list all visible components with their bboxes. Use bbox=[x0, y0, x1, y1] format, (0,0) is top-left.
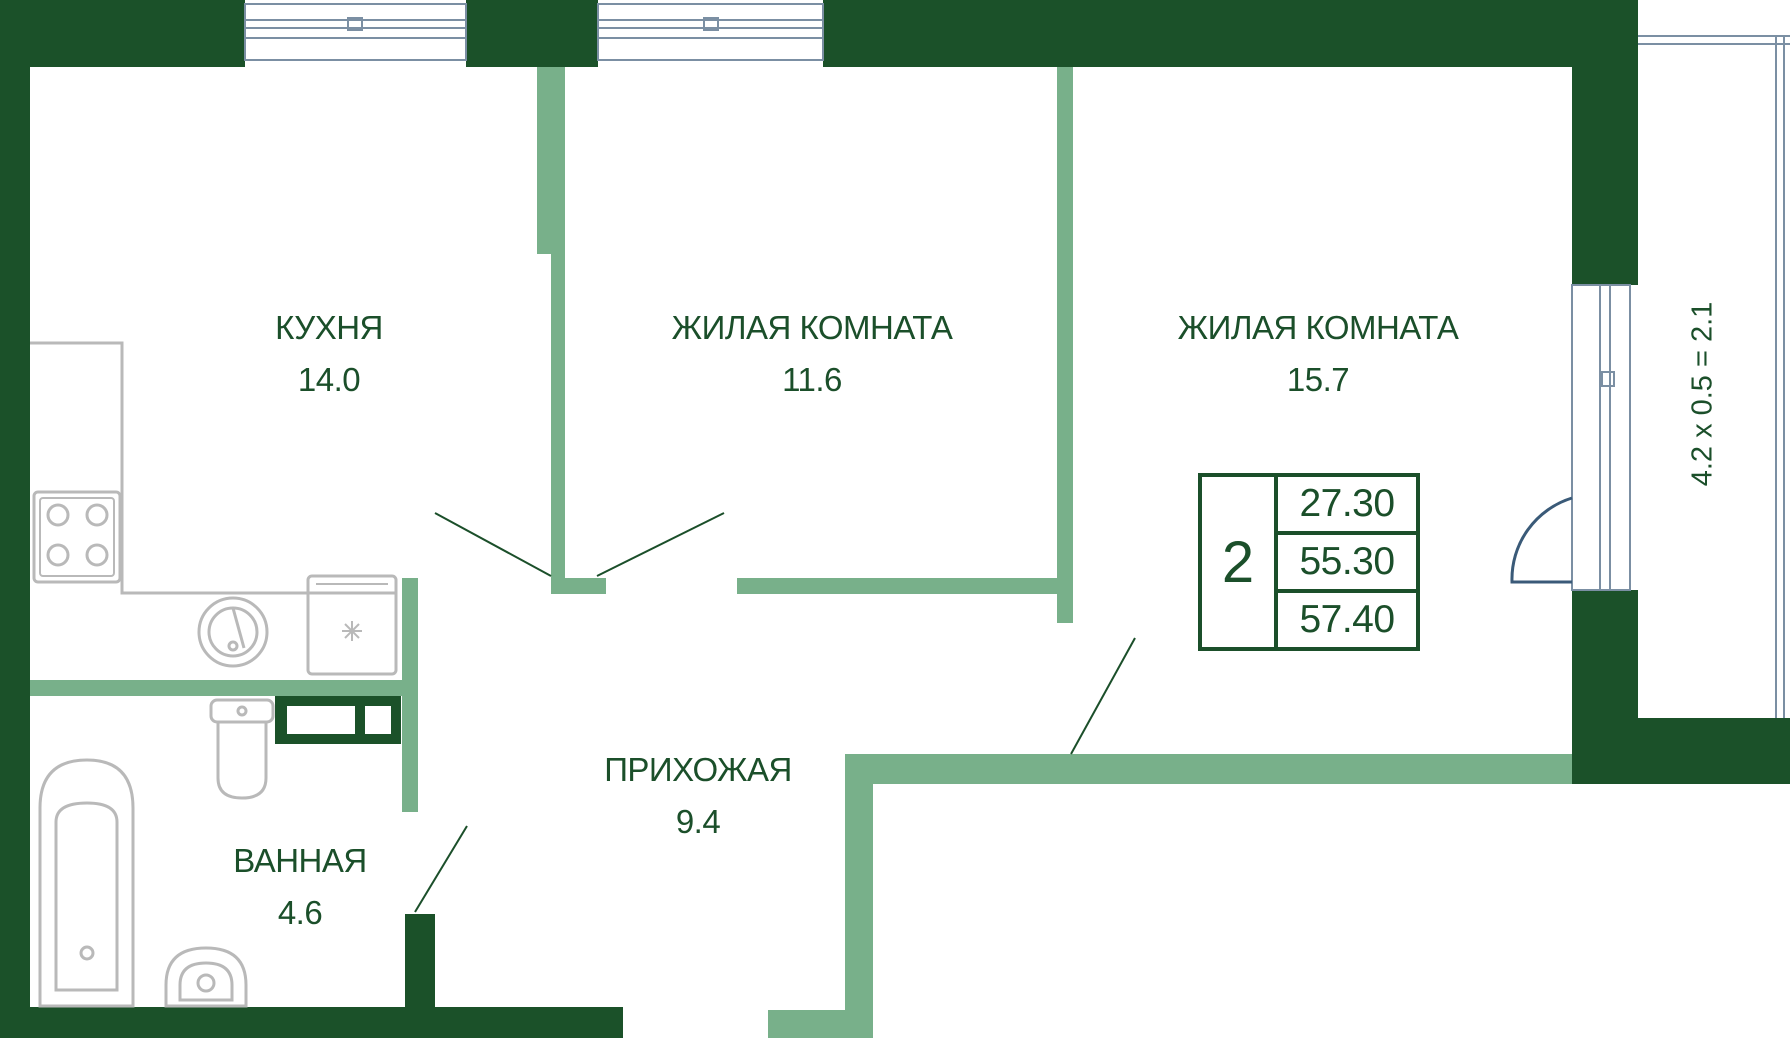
window-bedroom bbox=[597, 3, 824, 61]
door-living bbox=[1070, 637, 1136, 755]
living-area: 27.30 bbox=[1299, 482, 1395, 525]
room-name: КУХНЯ bbox=[275, 309, 383, 346]
room-area: 11.6 bbox=[782, 361, 842, 398]
washbasin-icon bbox=[164, 946, 248, 1008]
kitchen-counter bbox=[30, 341, 395, 595]
room-bedroom: ЖИЛАЯ КОМНАТА 11.6 bbox=[672, 309, 953, 399]
door-balcony bbox=[1510, 496, 1573, 584]
kitchen-fixtures bbox=[30, 341, 398, 676]
door-bedroom bbox=[596, 512, 725, 577]
fridge-icon bbox=[306, 574, 398, 676]
toilet-icon bbox=[209, 698, 275, 800]
total-area: 55.30 bbox=[1278, 531, 1416, 589]
stove-icon bbox=[32, 490, 122, 584]
room-name: ВАННАЯ bbox=[233, 842, 367, 879]
room-kitchen: КУХНЯ 14.0 bbox=[275, 309, 383, 399]
sink-icon bbox=[197, 596, 269, 668]
balcony-dimensions: 4.2 x 0.5 = 2.1 bbox=[1686, 301, 1719, 487]
total-area-with-balcony: 57.40 bbox=[1278, 589, 1416, 647]
door-kitchen bbox=[434, 512, 552, 577]
bathroom-fixtures bbox=[38, 698, 275, 1008]
room-area: 9.4 bbox=[675, 803, 721, 840]
area-summary: 2 27.30 55.30 57.40 bbox=[1198, 473, 1420, 651]
room-area: 15.7 bbox=[1286, 361, 1350, 398]
room-bathroom: ВАННАЯ 4.6 bbox=[233, 842, 367, 932]
cabinet-inner bbox=[287, 706, 355, 734]
rooms-count: 2 bbox=[1202, 477, 1278, 647]
door-bathroom bbox=[414, 825, 468, 913]
windows bbox=[244, 3, 1790, 718]
room-area: 14.0 bbox=[297, 361, 361, 398]
window-kitchen bbox=[244, 3, 467, 61]
inner-walls bbox=[30, 67, 1572, 1038]
room-area: 4.6 bbox=[277, 894, 323, 931]
cabinet-inner bbox=[365, 706, 391, 734]
room-name: ЖИЛАЯ КОМНАТА bbox=[1177, 309, 1459, 346]
bathtub-icon bbox=[38, 758, 135, 1008]
room-hallway: ПРИХОЖАЯ 9.4 bbox=[604, 751, 792, 841]
area-values: 27.30 55.30 57.40 bbox=[1278, 477, 1416, 647]
room-name: ЖИЛАЯ КОМНАТА bbox=[671, 309, 953, 346]
room-living: ЖИЛАЯ КОМНАТА 15.7 bbox=[1178, 309, 1459, 399]
room-name: ПРИХОЖАЯ bbox=[604, 751, 792, 788]
doors bbox=[414, 496, 1573, 913]
